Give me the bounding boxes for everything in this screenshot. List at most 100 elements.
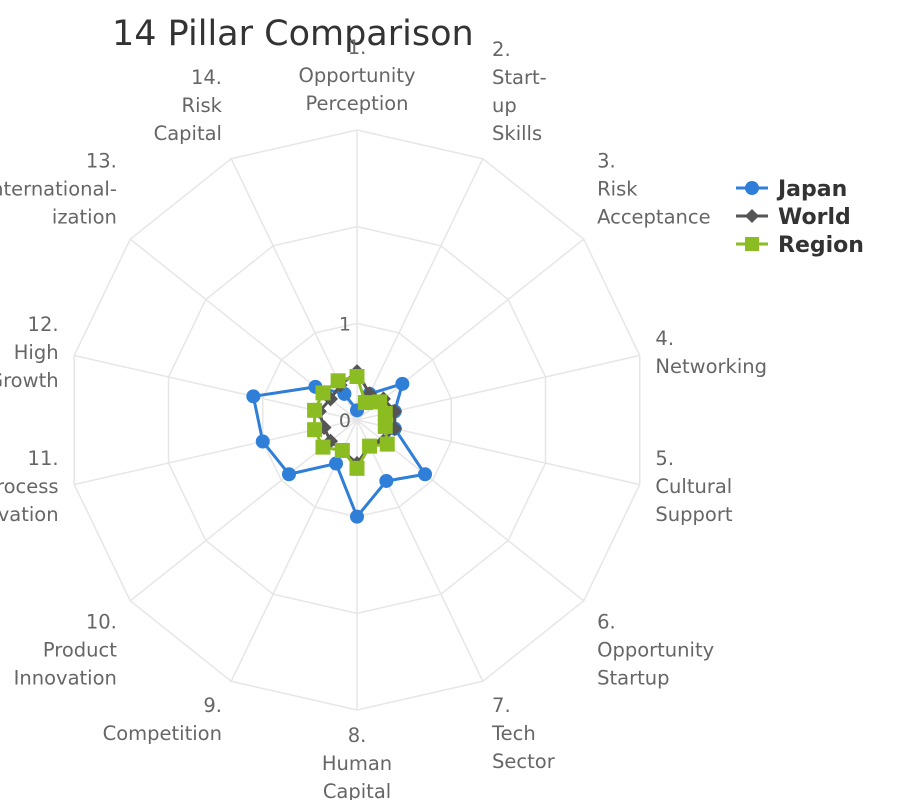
legend-item-region[interactable]: Region	[736, 233, 864, 258]
axis-label-line: Support	[655, 503, 732, 526]
data-point-japan[interactable]	[418, 467, 433, 482]
legend-label: Japan	[776, 177, 847, 202]
axis-label: 9.Competition	[103, 694, 222, 745]
data-point-region[interactable]	[315, 439, 331, 455]
axis-label-line: Start-	[492, 66, 547, 89]
grid-spoke	[356, 419, 484, 682]
legend-marker	[745, 209, 759, 223]
axis-label-line: Innovation	[14, 666, 117, 689]
data-point-region[interactable]	[372, 394, 388, 410]
axis-label-line: Sector	[492, 750, 556, 773]
axis-label-line: Startup	[597, 666, 669, 689]
axis-label-line: Tech	[491, 722, 536, 745]
axis-label-line: High	[14, 341, 59, 364]
grid-spoke	[356, 238, 585, 421]
axis-label-line: Networking	[655, 355, 767, 378]
axis-label-line: Risk	[597, 178, 638, 201]
legend-marker	[745, 181, 759, 195]
axis-label-line: 13.	[86, 150, 117, 173]
data-point-region[interactable]	[307, 402, 323, 418]
axis-label: 11. ProcessInnovation	[0, 447, 59, 526]
data-point-japan[interactable]	[329, 456, 344, 471]
axis-label-line: Process	[0, 475, 59, 498]
axis-label-line: 10.	[86, 610, 117, 633]
axis-label-line: 2.	[492, 38, 511, 61]
grid-spoke	[356, 419, 640, 486]
legend-label: World	[778, 205, 851, 230]
axis-label-line: ization	[52, 206, 117, 229]
data-point-japan[interactable]	[379, 473, 394, 488]
chart-title: 14 Pillar Comparison	[112, 14, 474, 54]
data-point-japan[interactable]	[246, 389, 261, 404]
radar-grid	[73, 129, 641, 711]
axis-label-line: 14.	[191, 66, 222, 89]
axis-label-line: Cultural	[655, 475, 732, 498]
radial-tick-label: 0	[339, 410, 351, 432]
series-layer	[246, 364, 433, 524]
legend-item-world[interactable]: World	[736, 205, 851, 230]
axis-label-line: 8.	[348, 724, 367, 747]
data-point-region[interactable]	[362, 438, 378, 454]
data-point-region[interactable]	[349, 460, 365, 476]
axis-label-line: 4.	[655, 327, 674, 350]
axis-label-line: 1.	[348, 36, 367, 59]
axis-label-line: 7.	[492, 694, 511, 717]
data-point-japan[interactable]	[281, 467, 296, 482]
axis-label-line: Opportunity	[597, 638, 714, 661]
axis-label-line: Innovation	[0, 503, 59, 526]
data-point-region[interactable]	[307, 422, 323, 438]
axis-label-line: 3.	[597, 150, 616, 173]
axis-label: 4. Networking	[655, 327, 767, 378]
axis-label-line: Product	[43, 638, 117, 661]
axis-label-line: Capital	[323, 780, 391, 800]
grid-spoke	[356, 354, 640, 421]
radial-ticks: 01	[339, 313, 351, 432]
legend-item-japan[interactable]: Japan	[736, 177, 847, 202]
legend-label: Region	[778, 233, 864, 258]
data-point-japan[interactable]	[350, 509, 364, 524]
data-point-region[interactable]	[357, 395, 373, 411]
series-region	[307, 369, 395, 476]
data-point-japan[interactable]	[395, 376, 410, 391]
axis-label-line: 5.	[655, 447, 674, 470]
axis-label-line: Capital	[154, 122, 222, 145]
data-point-region[interactable]	[379, 436, 395, 452]
axis-label-line: up	[492, 94, 517, 117]
axis-label: 12. HighGrowth	[0, 313, 59, 392]
axis-label-line: 12.	[28, 313, 59, 336]
axis-label-line: Growth	[0, 369, 59, 392]
legend-marker	[745, 237, 759, 251]
data-point-region[interactable]	[315, 385, 331, 401]
data-point-region[interactable]	[377, 418, 393, 434]
data-point-region[interactable]	[334, 442, 350, 458]
axis-label-line: Risk	[182, 94, 223, 117]
axis-label-line: Acceptance	[597, 206, 711, 229]
axis-label-line: Human	[322, 752, 392, 775]
data-point-japan[interactable]	[255, 434, 270, 449]
axis-label-line: International-	[0, 178, 117, 201]
data-point-region[interactable]	[377, 406, 393, 422]
axis-label: 13. International-ization	[0, 150, 117, 229]
grid-spoke	[356, 419, 585, 602]
radial-tick-label: 1	[339, 313, 351, 335]
grid-spoke	[356, 158, 484, 421]
axis-label-line: Skills	[492, 122, 542, 145]
axis-label-line: 11.	[28, 447, 59, 470]
axis-label-line: 6.	[597, 610, 616, 633]
axis-label-line: Opportunity	[298, 64, 415, 87]
axis-label-line: Perception	[305, 92, 408, 115]
data-point-region[interactable]	[330, 373, 346, 389]
axis-label-line: Competition	[103, 722, 222, 745]
data-point-region[interactable]	[349, 369, 365, 384]
